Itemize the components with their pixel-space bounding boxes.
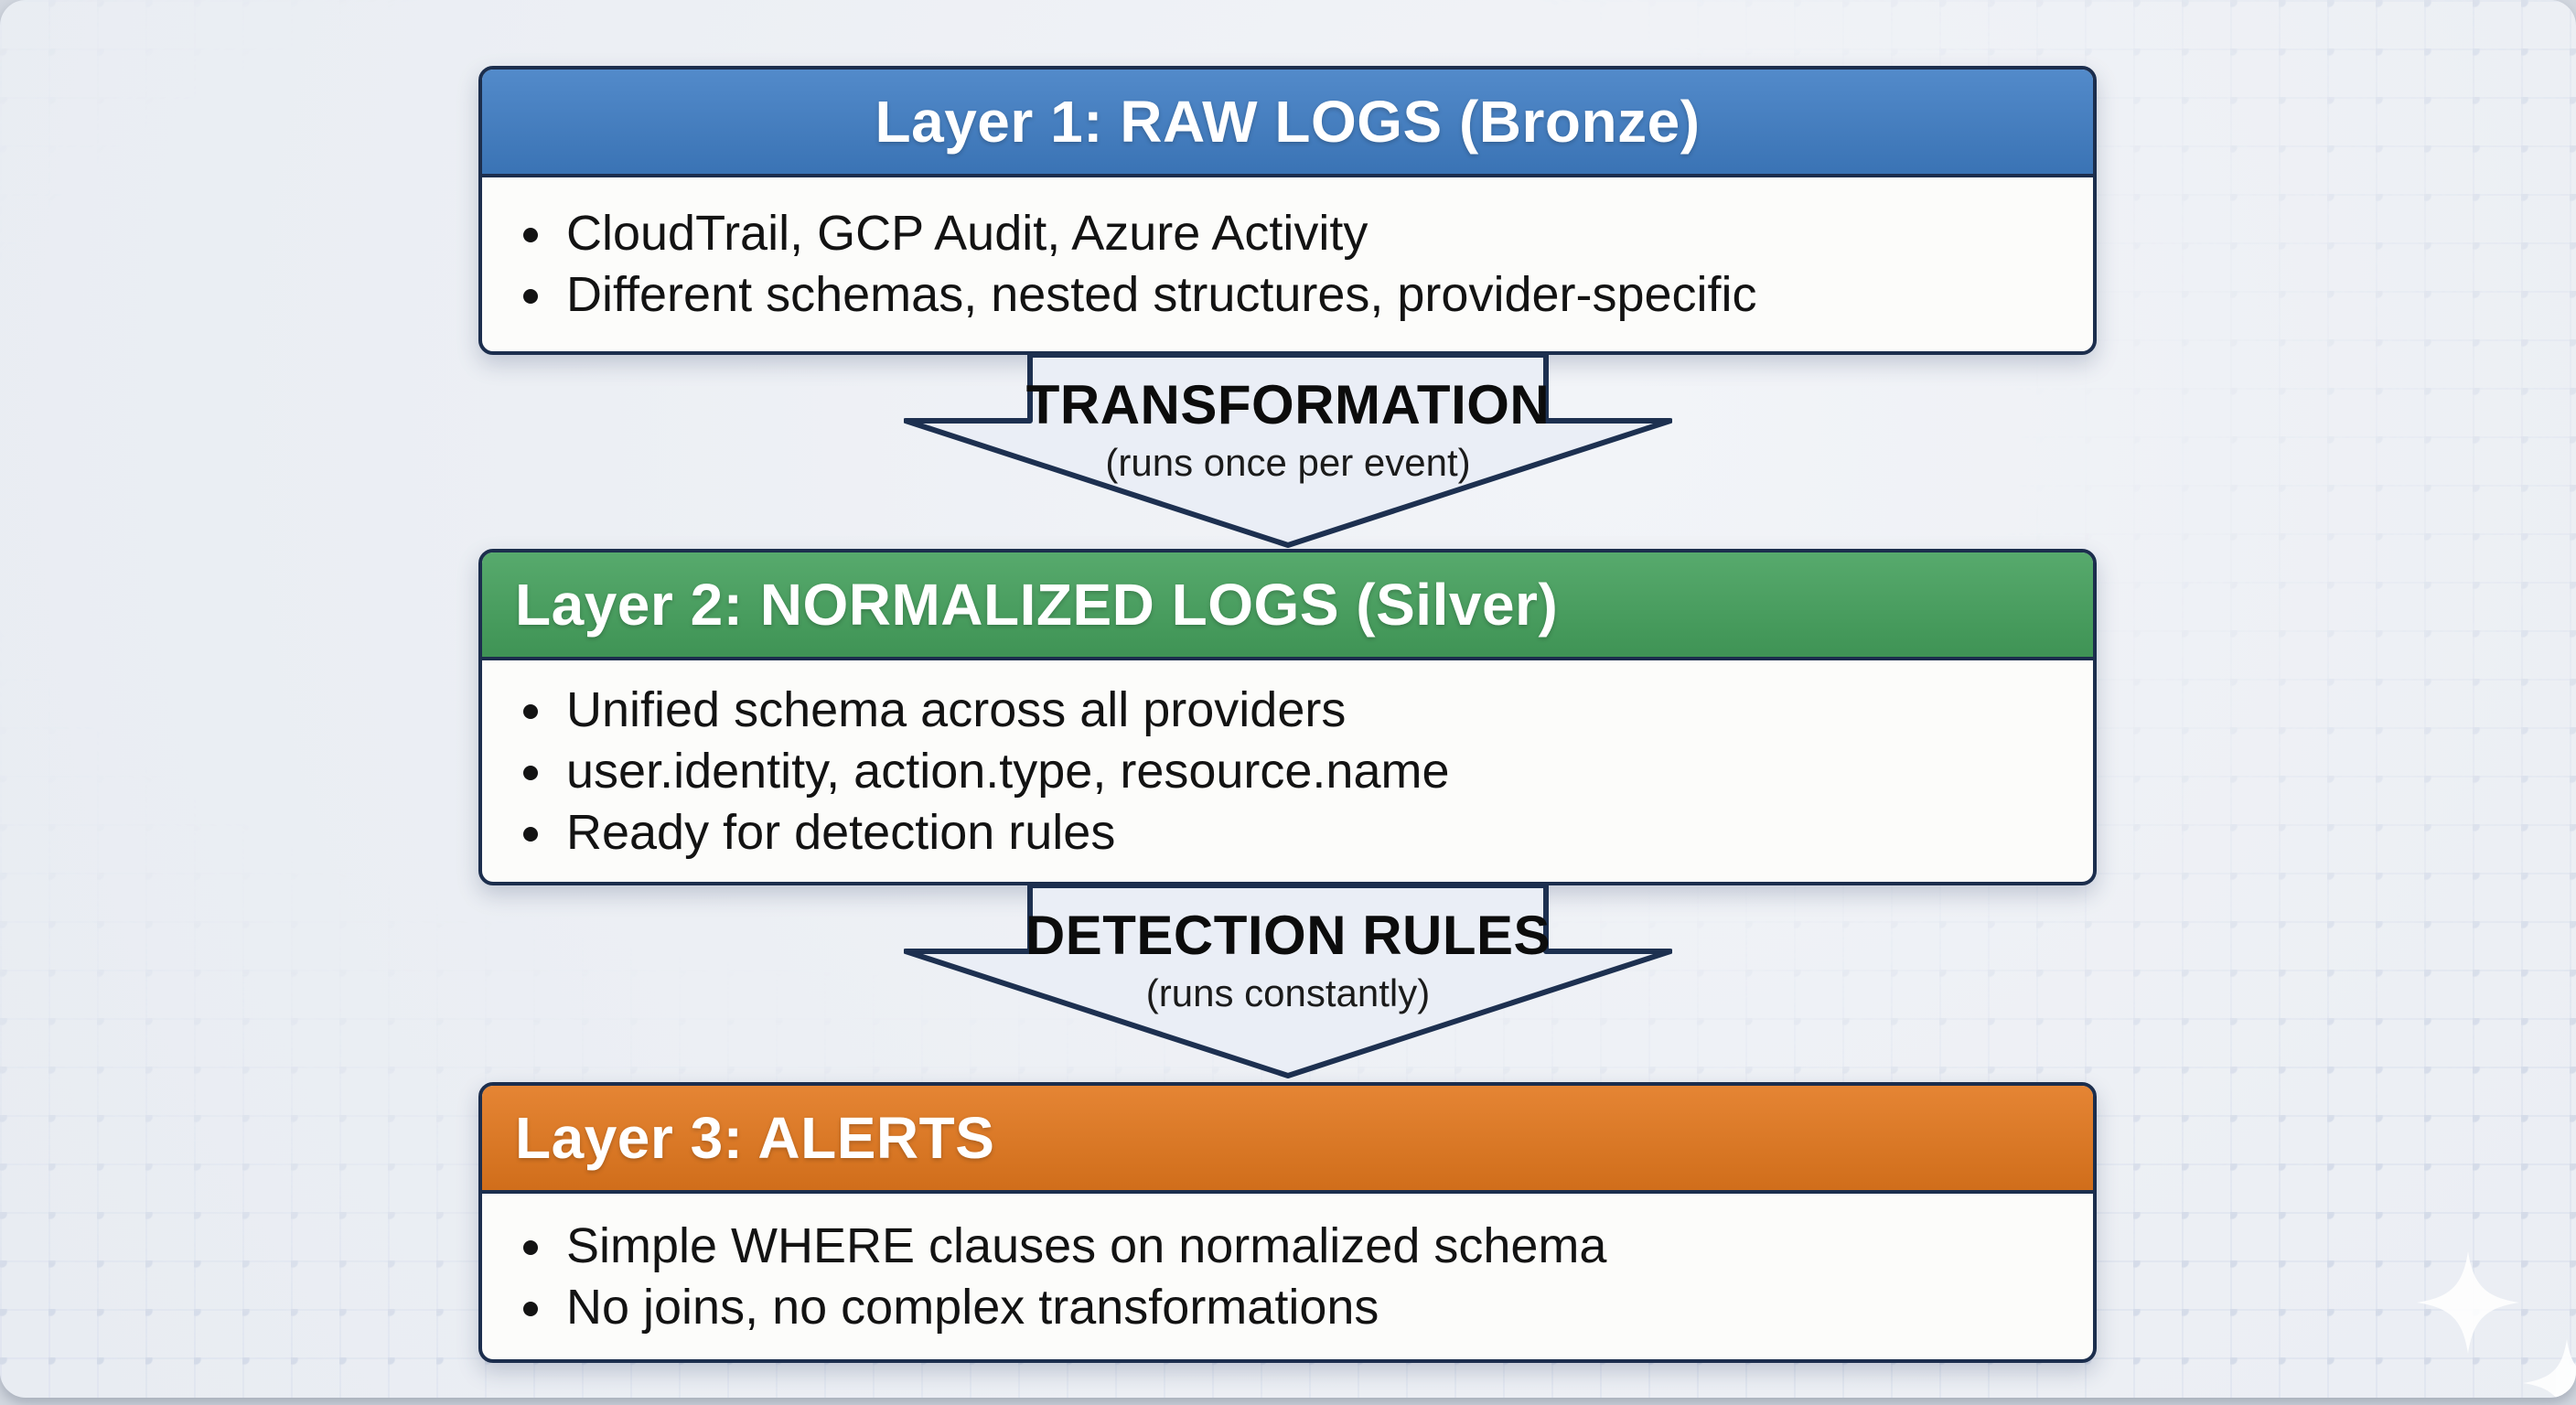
detection-rules-arrow-label: DETECTION RULES	[1025, 905, 1551, 966]
layer-3-body: Simple WHERE clauses on normalized schem…	[482, 1194, 2093, 1359]
layer-2-header: Layer 2: NORMALIZED LOGS (Silver)	[482, 552, 2093, 660]
bullet-item: Simple WHERE clauses on normalized schem…	[559, 1216, 2093, 1277]
detection-rules-arrow: DETECTION RULES (runs constantly)	[904, 884, 1672, 1079]
detection-rules-arrow-sublabel: (runs constantly)	[1145, 971, 1431, 1014]
layer-3-title: Layer 3: ALERTS	[515, 1105, 995, 1171]
layer-2-bullet-list: Unified schema across all providers user…	[515, 680, 2093, 863]
layer-1-title: Layer 1: RAW LOGS (Bronze)	[875, 89, 1701, 155]
layer-1-bullet-list: CloudTrail, GCP Audit, Azure Activity Di…	[515, 203, 2093, 326]
bullet-item: Ready for detection rules	[559, 802, 2093, 863]
layer-3-bullet-list: Simple WHERE clauses on normalized schem…	[515, 1216, 2093, 1338]
layer-1-header: Layer 1: RAW LOGS (Bronze)	[482, 70, 2093, 177]
down-arrow-icon	[904, 353, 1672, 548]
bullet-item: No joins, no complex transformations	[559, 1277, 2093, 1338]
layer-3-box: Layer 3: ALERTS Simple WHERE clauses on …	[478, 1082, 2097, 1363]
layer-2-box: Layer 2: NORMALIZED LOGS (Silver) Unifie…	[478, 549, 2097, 885]
transformation-arrow-label: TRANSFORMATION	[1025, 374, 1551, 435]
layer-2-title: Layer 2: NORMALIZED LOGS (Silver)	[515, 572, 1559, 638]
layer-1-box: Layer 1: RAW LOGS (Bronze) CloudTrail, G…	[478, 66, 2097, 355]
layer-1-body: CloudTrail, GCP Audit, Azure Activity Di…	[482, 177, 2093, 351]
transformation-arrow: TRANSFORMATION (runs once per event)	[904, 353, 1672, 549]
bullet-item: user.identity, action.type, resource.nam…	[559, 741, 2093, 802]
transformation-arrow-sublabel: (runs once per event)	[1105, 441, 1471, 484]
sparkle-icon	[2523, 1339, 2576, 1398]
sparkle-icon	[2417, 1251, 2519, 1354]
bullet-item: Unified schema across all providers	[559, 680, 2093, 741]
bullet-item: CloudTrail, GCP Audit, Azure Activity	[559, 203, 2093, 264]
bullet-item: Different schemas, nested structures, pr…	[559, 264, 2093, 326]
layer-3-header: Layer 3: ALERTS	[482, 1086, 2093, 1194]
layer-2-body: Unified schema across all providers user…	[482, 660, 2093, 882]
down-arrow-icon	[904, 884, 1672, 1078]
